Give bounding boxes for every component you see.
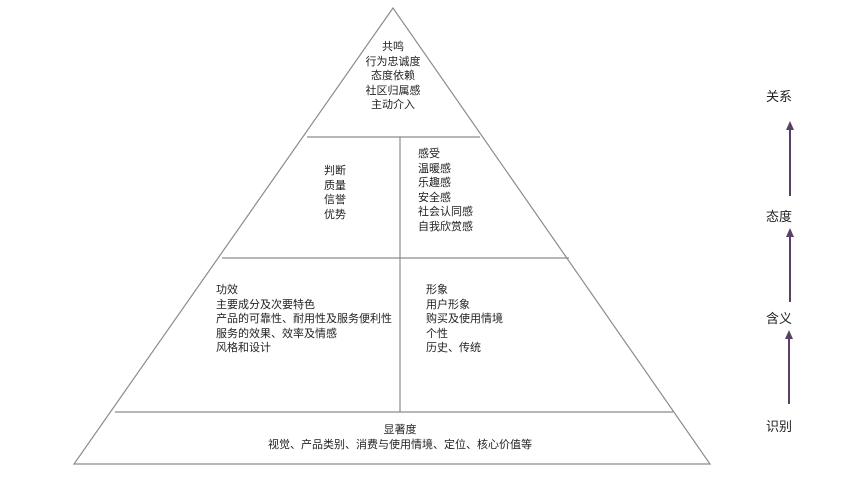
arrow-head-icon	[786, 121, 794, 130]
feeling-item: 温暖感	[418, 161, 451, 175]
salience-detail: 视觉、产品类别、消费与使用情境、定位、核心价值等	[268, 437, 532, 451]
pyramid-triangle	[72, 6, 712, 465]
resonance-item: 行为忠诚度	[365, 54, 421, 68]
imagery-item: 历史、传统	[426, 341, 481, 354]
performance-item: 主要成分及次要特色	[216, 297, 315, 311]
judgments-block: 判断 质量 信誉 优势	[324, 164, 346, 222]
imagery-block: 形象 用户形象 购买及使用情境 个性 历史、传统	[426, 283, 503, 356]
performance-block: 功效 主要成分及次要特色 产品的可靠性、耐用性及服务便利性 服务的效果、效率及情…	[216, 283, 392, 356]
judgment-item: 质量	[324, 178, 346, 192]
feeling-item: 乐趣感	[418, 176, 451, 189]
level-label-meaning: 含义	[766, 312, 793, 327]
salience-title: 显著度	[383, 423, 417, 436]
performance-item: 风格和设计	[216, 341, 271, 354]
arrow-head-icon	[785, 330, 793, 339]
judgment-item: 判断	[324, 164, 346, 177]
level-label-relationships: 关系	[766, 90, 793, 105]
level-label-responses: 态度	[766, 210, 793, 225]
level-label-identity: 识别	[766, 420, 793, 435]
judgment-item: 信誉	[324, 193, 346, 206]
imagery-item: 用户形象	[426, 297, 470, 311]
performance-item: 服务的效果、效率及情感	[216, 326, 337, 340]
resonance-block: 共鸣 行为忠诚度 态度依赖 社区归属感 主动介入	[343, 40, 443, 113]
feeling-item: 自我欣赏感	[418, 219, 473, 233]
feeling-item: 社会认同感	[418, 205, 473, 218]
performance-item: 产品的可靠性、耐用性及服务便利性	[216, 312, 392, 325]
imagery-item: 形象	[426, 283, 448, 296]
feelings-block: 感受 温暖感 乐趣感 安全感 社会认同感 自我欣赏感	[418, 147, 473, 234]
resonance-title: 共鸣	[382, 40, 404, 53]
imagery-item: 个性	[426, 326, 448, 340]
feeling-item: 安全感	[418, 190, 451, 204]
salience-block: 显著度 视觉、产品类别、消费与使用情境、定位、核心价值等	[200, 423, 600, 452]
imagery-item: 购买及使用情境	[426, 312, 503, 325]
resonance-item: 态度依赖	[371, 69, 415, 82]
judgment-item: 优势	[324, 207, 346, 221]
arrow-head-icon	[786, 228, 794, 237]
resonance-item: 社区归属感	[365, 83, 421, 97]
performance-item: 功效	[216, 283, 238, 296]
resonance-item: 主动介入	[371, 98, 415, 111]
feeling-item: 感受	[418, 147, 440, 160]
